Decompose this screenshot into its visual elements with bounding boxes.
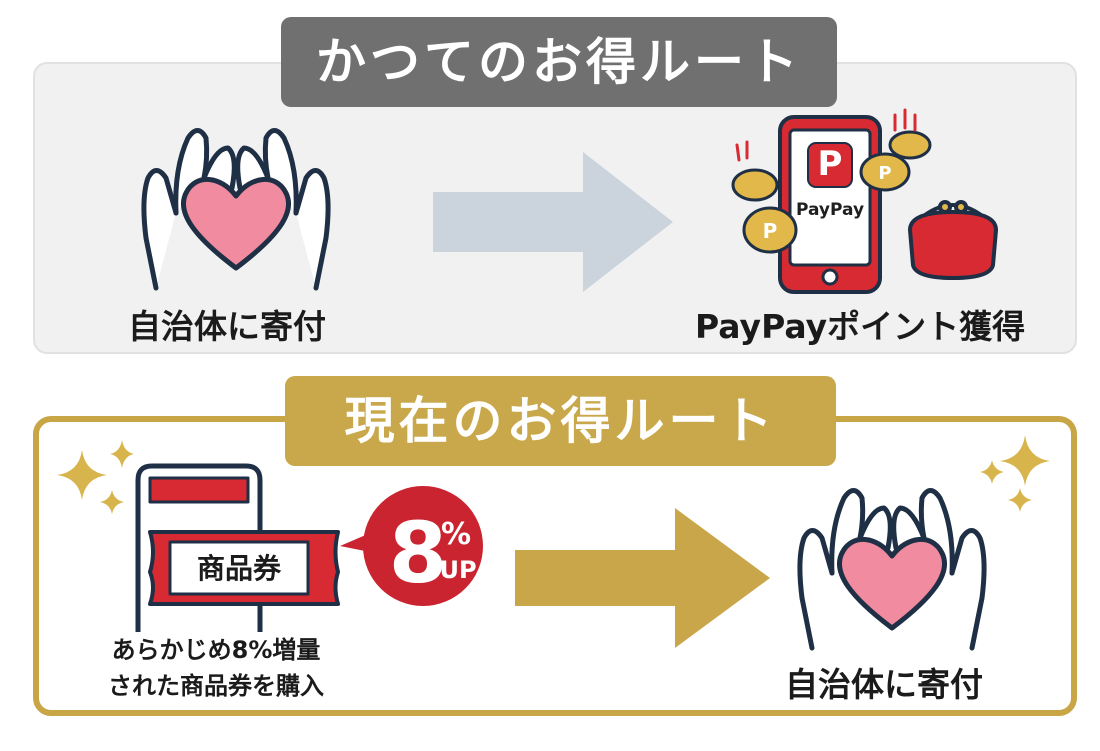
voucher-label: 商品券 xyxy=(197,552,282,585)
svg-text:UP: UP xyxy=(439,556,476,584)
phone-paypay-icon: P PayPay P P xyxy=(731,108,998,294)
old-route-title: かつてのお得ルート xyxy=(281,17,837,107)
sparkle-icon xyxy=(57,440,134,514)
new-route-title: 現在のお得ルート xyxy=(285,376,836,466)
phone-voucher-icon: 商品券 xyxy=(135,463,340,632)
svg-text:P: P xyxy=(818,144,843,184)
coin-purse-icon xyxy=(908,200,998,280)
coin-icon xyxy=(731,130,932,254)
arrow-right-icon xyxy=(515,508,770,648)
old-left-caption: 自治体に寄付 xyxy=(128,307,326,346)
new-left-caption: あらかじめ8%増量 された商品券を購入 xyxy=(108,636,324,700)
sparkle-icon xyxy=(980,435,1050,512)
svg-text:P: P xyxy=(763,219,778,243)
new-right-caption: 自治体に寄付 xyxy=(785,665,983,704)
old-right-caption: PayPayポイント獲得 xyxy=(695,307,1026,346)
arrow-right-icon xyxy=(433,152,673,292)
svg-text:8: 8 xyxy=(389,504,447,602)
svg-text:P: P xyxy=(878,163,891,184)
percent-up-badge: 8 % UP xyxy=(340,486,483,606)
svg-text:%: % xyxy=(441,517,471,552)
paypay-logo-text: PayPay xyxy=(796,200,864,220)
heart-hands-icon xyxy=(797,488,987,651)
heart-hands-icon xyxy=(141,128,331,291)
